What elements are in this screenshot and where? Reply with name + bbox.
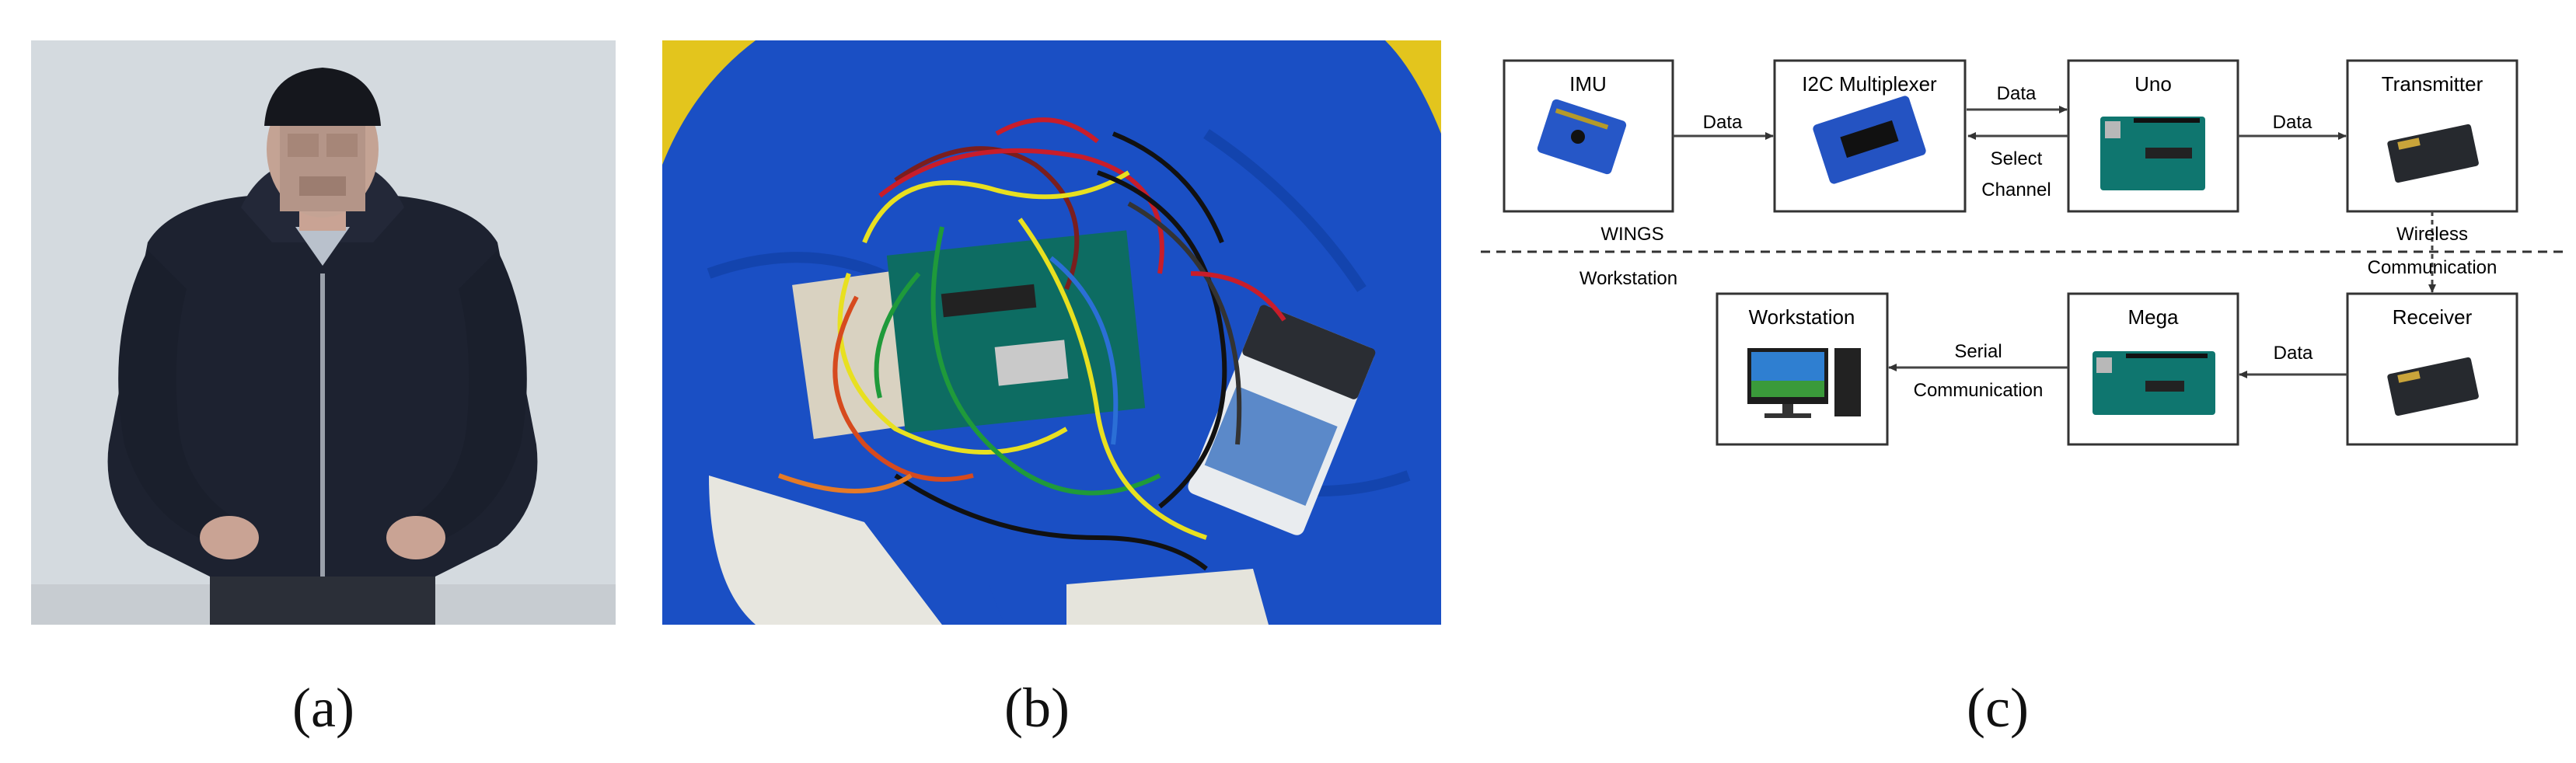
- box-workstation-label: Workstation: [1749, 305, 1855, 329]
- box-receiver: Receiver: [2346, 292, 2518, 446]
- zone-label-wings: WINGS: [1600, 224, 1663, 245]
- label-imu-mux: Data: [1703, 112, 1743, 133]
- box-mux-label: I2C Multiplexer: [1802, 72, 1937, 96]
- label-mux-uno: Data: [1997, 83, 2037, 104]
- box-mega: Mega: [2067, 292, 2239, 446]
- box-uno: Uno: [2067, 59, 2239, 213]
- imu-board-icon: [1537, 99, 1627, 175]
- label-rx-mega: Data: [2274, 343, 2313, 364]
- caption-c: (c): [1967, 677, 2029, 739]
- box-workstation: Workstation: [1716, 292, 1889, 446]
- box-transmitter: Transmitter: [2346, 59, 2518, 213]
- label-serial-communication: Communication: [1914, 380, 2044, 401]
- label-serial: Serial: [1954, 341, 2002, 362]
- box-receiver-label: Receiver: [2393, 305, 2473, 329]
- system-block-diagram: IMU I2C Multiplexer Uno: [1481, 59, 2564, 446]
- photo-panel-a: [31, 40, 616, 625]
- receiver-module-icon: [2387, 357, 2479, 416]
- box-mux: I2C Multiplexer: [1773, 59, 1967, 213]
- label-wireless: Wireless: [2396, 224, 2468, 245]
- computer-icon: [1747, 348, 1861, 418]
- label-select: Select: [1991, 148, 2043, 169]
- box-imu-label: IMU: [1569, 72, 1607, 96]
- caption-b: (b): [1004, 677, 1070, 739]
- label-uno-tx: Data: [2273, 112, 2312, 133]
- person-photo: [31, 40, 616, 625]
- arduino-mega-icon: [2093, 351, 2215, 415]
- box-imu: IMU: [1503, 59, 1674, 213]
- arduino-board: [886, 230, 1146, 434]
- label-channel: Channel: [1981, 179, 2051, 200]
- box-mega-label: Mega: [2127, 305, 2179, 329]
- photo-panel-b: [662, 40, 1441, 625]
- label-communication: Communication: [2368, 257, 2497, 278]
- arduino-uno-icon: [2100, 117, 2205, 190]
- box-uno-label: Uno: [2134, 72, 2172, 96]
- transmitter-module-icon: [2387, 124, 2479, 183]
- diagram-panel-c: IMU I2C Multiplexer Uno: [1477, 47, 2565, 466]
- hardware-photo: [662, 40, 1441, 625]
- box-transmitter-label: Transmitter: [2382, 72, 2484, 96]
- multiplexer-board-icon: [1813, 96, 1926, 184]
- zone-label-workstation: Workstation: [1579, 268, 1677, 289]
- caption-a: (a): [292, 677, 354, 739]
